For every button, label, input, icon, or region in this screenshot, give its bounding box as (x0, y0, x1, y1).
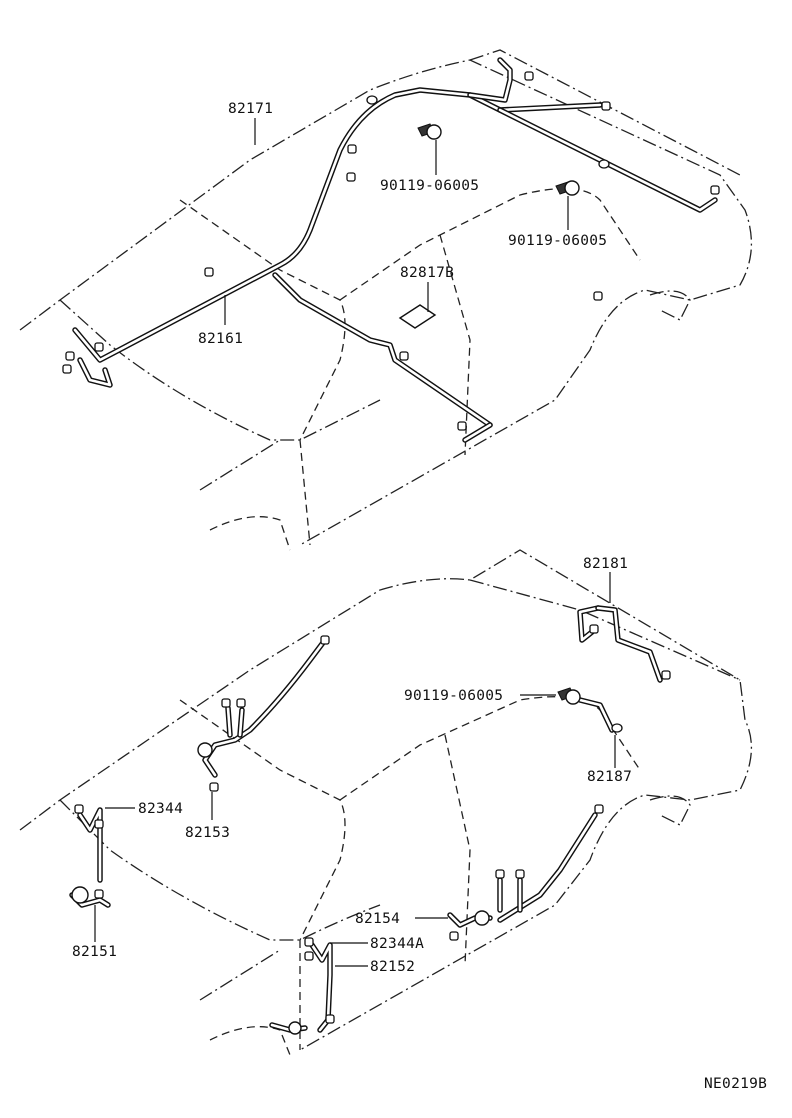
top-leader-lines (224, 118, 569, 325)
bottom-harness-82187 (497, 697, 615, 923)
bottom-leader-lines (94, 572, 616, 967)
top-connectors (62, 71, 720, 431)
label-82181: 82181 (583, 556, 628, 572)
label-82154: 82154 (355, 911, 400, 927)
label-82344: 82344 (138, 801, 183, 817)
label-90119-c: 90119-06005 (404, 688, 503, 704)
label-82817b: 82817B (400, 265, 454, 281)
label-82171: 82171 (228, 101, 273, 117)
bottom-connectors (74, 624, 671, 1024)
bottom-harness-82181 (577, 605, 663, 683)
label-90119-a: 90119-06005 (380, 178, 479, 194)
bottom-bolt-90119 (557, 687, 581, 705)
figure-code: NE0219B (704, 1076, 767, 1092)
bottom-car-outline (19, 549, 753, 1056)
label-82187: 82187 (587, 769, 632, 785)
bottom-harness-82152 (269, 942, 333, 1033)
bottom-grommets (71, 742, 490, 1035)
label-82152: 82152 (370, 959, 415, 975)
label-90119-b: 90119-06005 (508, 233, 607, 249)
top-harness-82171 (72, 57, 718, 443)
label-82153: 82153 (185, 825, 230, 841)
label-82344a: 82344A (370, 936, 424, 952)
top-bolts-90119 (417, 123, 580, 196)
label-82161: 82161 (198, 331, 243, 347)
bottom-harness-82153 (202, 637, 328, 778)
label-82151: 82151 (72, 944, 117, 960)
bottom-harness-82344 (77, 807, 103, 883)
top-tape-82817b (398, 304, 437, 329)
top-car-outline (19, 49, 753, 551)
